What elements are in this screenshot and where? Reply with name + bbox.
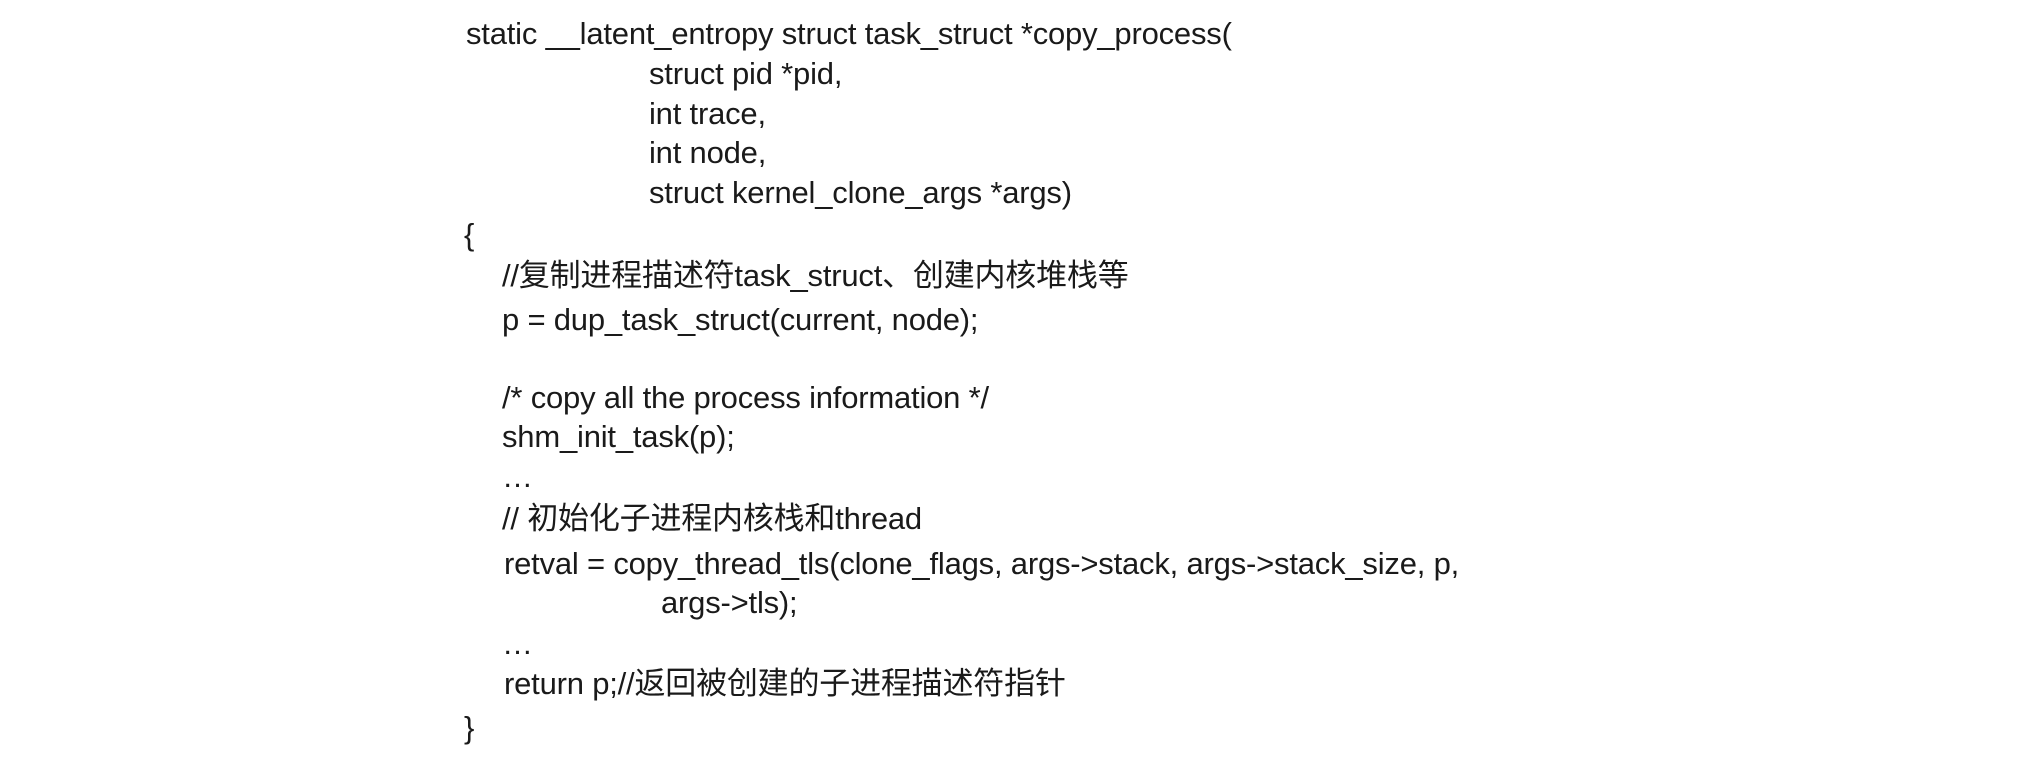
code-line-dup-task-struct: p = dup_task_struct(current, node); <box>502 302 979 337</box>
code-line-ellipsis-1: … <box>502 459 533 494</box>
code-line-open-brace: { <box>464 217 475 252</box>
code-line-shm-init: shm_init_task(p); <box>502 419 735 454</box>
code-line-param-trace: int trace, <box>649 96 766 131</box>
code-line-comment-copy: //复制进程描述符task_struct、创建内核堆栈等 <box>502 258 1129 293</box>
code-line-function-signature: static __latent_entropy struct task_stru… <box>466 16 1232 51</box>
code-line-close-brace: } <box>464 710 475 745</box>
code-line-copy-thread: retval = copy_thread_tls(clone_flags, ar… <box>504 546 1460 581</box>
code-line-param-args: struct kernel_clone_args *args) <box>649 175 1072 210</box>
code-line-param-node: int node, <box>649 135 767 170</box>
code-line-param-pid: struct pid *pid, <box>649 56 843 91</box>
code-line-ellipsis-2: … <box>502 626 533 661</box>
code-line-args-tls: args->tls); <box>661 585 798 620</box>
code-line-comment-info: /* copy all the process information */ <box>502 380 989 415</box>
code-line-return: return p;//返回被创建的子进程描述符指针 <box>504 666 1066 701</box>
code-line-comment-init: // 初始化子进程内核栈和thread <box>502 501 922 536</box>
